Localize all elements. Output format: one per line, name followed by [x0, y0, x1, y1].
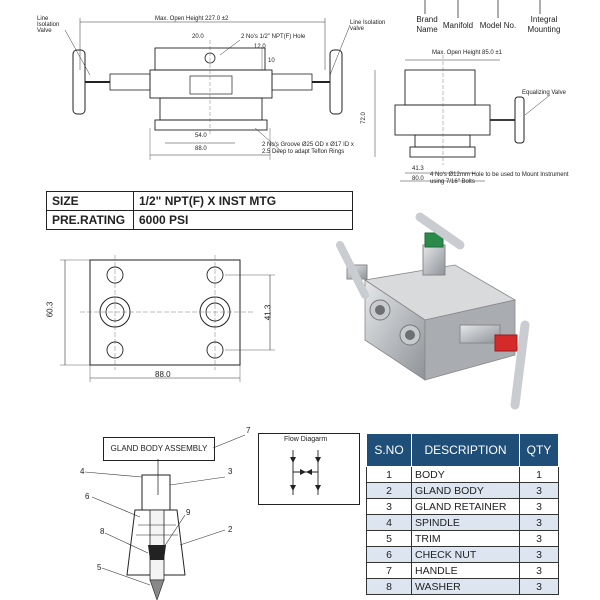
parts-description: SPINDLE — [411, 514, 520, 531]
gland-callout-6: 6 — [85, 492, 90, 501]
table-row: 1 BODY 1 — [366, 466, 559, 483]
parts-description: GLAND BODY — [411, 482, 520, 499]
side-dim-72: 72.0 — [360, 112, 367, 124]
flow-diagram-title: Flow Diagarm — [284, 436, 328, 443]
table-row: 3 GLAND RETAINER 3 — [366, 498, 559, 515]
parts-description: TRIM — [411, 530, 520, 547]
front-dim-12: 12.0 — [254, 44, 266, 50]
spec-key: PRE.RATING — [46, 210, 134, 230]
legend-mounting: Integral Mounting — [527, 15, 561, 34]
parts-table: S.NO DESCRIPTION QTY 1 BODY 1 2 GLAND BO… — [366, 433, 559, 595]
parts-header-sno: S.NO — [366, 433, 412, 467]
parts-sno: 7 — [366, 562, 412, 579]
table-row: 6 CHECK NUT 3 — [366, 546, 559, 563]
side-dim-80: 80.0 — [412, 176, 424, 182]
parts-qty: 3 — [519, 578, 559, 595]
parts-description: WASHER — [411, 578, 520, 595]
front-dim-20: 20.0 — [192, 34, 204, 40]
flow-diagram-drawing — [290, 450, 321, 495]
manifold-product-image — [336, 212, 530, 410]
spec-row-size: SIZE 1/2" NPT(F) X INST MTG — [46, 191, 353, 211]
top-legend — [424, 0, 541, 18]
front-view-drawing — [64, 18, 350, 160]
legend-manifold: Manifold — [442, 21, 474, 30]
gland-assembly-drawing — [84, 434, 246, 600]
flow-diagram-box — [258, 433, 360, 505]
plate-dim-41: 41.3 — [263, 304, 273, 321]
parts-qty: 3 — [519, 562, 559, 579]
front-dim-88: 88.0 — [195, 146, 207, 152]
parts-header-description: DESCRIPTION — [411, 433, 520, 467]
front-isolation-left-label: Line Isolation Valve — [37, 16, 60, 34]
table-row: 7 HANDLE 3 — [366, 562, 559, 579]
side-equalizing-label: Equalizing Valve — [522, 90, 566, 96]
side-max-height-label: Max. Open Height 85.0 ±1 — [432, 50, 502, 56]
parts-sno: 4 — [366, 514, 412, 531]
front-groove-label: 2 No's Groove Ø25 OD x Ø17 ID x 2.5 Deep… — [262, 142, 354, 155]
plate-dim-88: 88.0 — [155, 370, 171, 379]
spec-key: SIZE — [46, 191, 134, 211]
parts-header-qty: QTY — [519, 433, 559, 467]
spec-value: 1/2" NPT(F) X INST MTG — [133, 191, 353, 211]
front-max-height-label: Max. Open Height 227.0 ±2 — [155, 16, 229, 22]
front-npt-hole-label: 2 No's 1/2" NPT(F) Hole — [241, 34, 306, 40]
side-mount-holes-label: 4 No's Ø12mm Hole to be used to Mount In… — [430, 172, 569, 185]
parts-sno: 6 — [366, 546, 412, 563]
mounting-plate-drawing — [60, 255, 275, 382]
legend-model: Model No. — [479, 21, 517, 30]
parts-description: BODY — [411, 466, 520, 483]
parts-sno: 8 — [366, 578, 412, 595]
parts-header-row: S.NO DESCRIPTION QTY — [366, 433, 559, 467]
front-dim-54: 54.0 — [195, 133, 207, 139]
parts-qty: 3 — [519, 514, 559, 531]
gland-callout-3: 3 — [228, 467, 233, 476]
gland-callout-4: 4 — [80, 467, 85, 476]
gland-callout-8: 8 — [100, 527, 105, 536]
parts-qty: 1 — [519, 466, 559, 483]
parts-qty: 3 — [519, 498, 559, 515]
parts-description: CHECK NUT — [411, 546, 520, 563]
gland-title-box: GLAND BODY ASSEMBLY — [103, 437, 215, 461]
parts-qty: 3 — [519, 482, 559, 499]
table-row: 5 TRIM 3 — [366, 530, 559, 547]
table-row: 2 GLAND BODY 3 — [366, 482, 559, 499]
spec-table: SIZE 1/2" NPT(F) X INST MTG PRE.RATING 6… — [46, 191, 353, 230]
table-row: 8 WASHER 3 — [366, 578, 559, 595]
side-view-drawing — [374, 55, 551, 182]
side-dim-41: 41.3 — [412, 166, 424, 172]
front-isolation-right-label: Line Isolation valve — [350, 20, 386, 32]
parts-sno: 2 — [366, 482, 412, 499]
parts-description: GLAND RETAINER — [411, 498, 520, 515]
parts-description: HANDLE — [411, 562, 520, 579]
front-dim-10: 10 — [268, 58, 275, 64]
spec-value: 6000 PSI — [133, 210, 353, 230]
gland-callout-5: 5 — [97, 563, 102, 572]
gland-callout-2: 2 — [228, 525, 233, 534]
parts-qty: 3 — [519, 546, 559, 563]
table-row: 4 SPINDLE 3 — [366, 514, 559, 531]
plate-dim-60: 60.3 — [45, 301, 55, 318]
gland-callout-9: 9 — [186, 508, 191, 517]
gland-callout-7: 7 — [246, 426, 251, 435]
spec-row-rating: PRE.RATING 6000 PSI — [46, 210, 353, 230]
legend-brand: Brand Name — [416, 15, 438, 34]
parts-sno: 5 — [366, 530, 412, 547]
parts-qty: 3 — [519, 530, 559, 547]
parts-sno: 1 — [366, 466, 412, 483]
parts-sno: 3 — [366, 498, 412, 515]
